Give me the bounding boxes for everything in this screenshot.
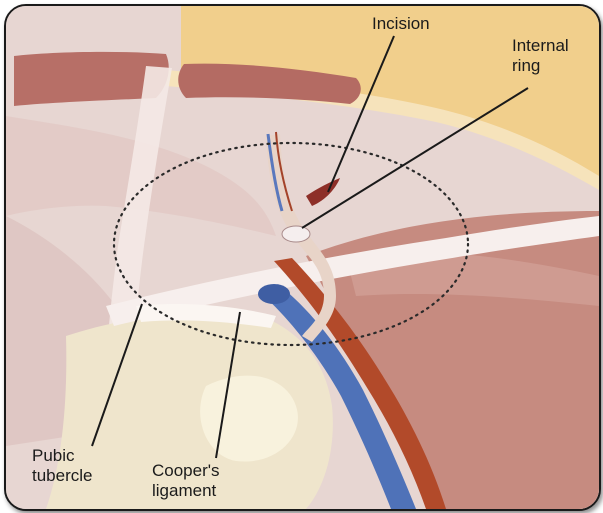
incision-label: Incision [372,14,430,34]
pubic-tubercle-label: Pubic tubercle [32,446,92,486]
coopers-ligament-label: Cooper's ligament [152,461,220,501]
internal-ring-label: Internal ring [512,36,569,76]
anatomy-illustration [6,6,599,509]
vein-origin [258,284,290,304]
internal-ring-opening [282,226,310,242]
illustration-frame: Incision Internal ring Pubic tubercle Co… [4,4,601,511]
